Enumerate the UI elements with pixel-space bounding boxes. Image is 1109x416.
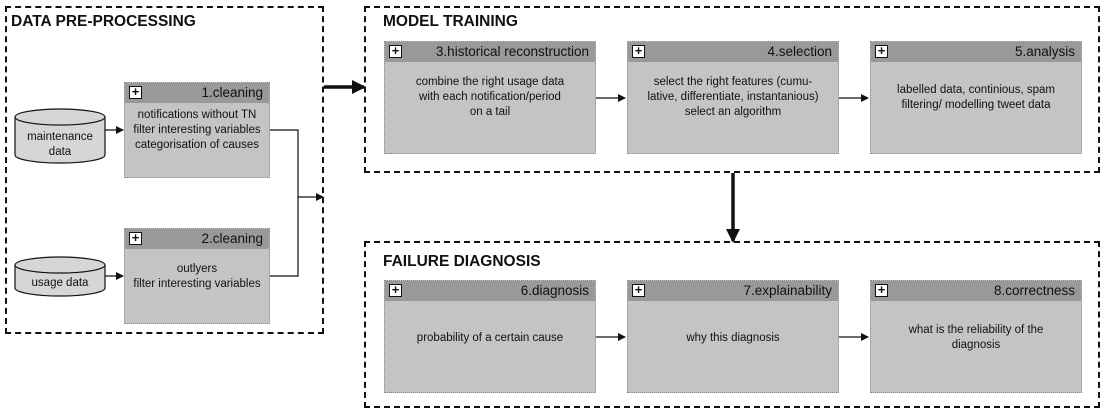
cleaning1-body: notifications without TN filter interest… <box>125 108 269 153</box>
merge-line-cleaning1 <box>270 129 299 197</box>
body-line: filtering/ modelling tweet data <box>901 99 1051 111</box>
correctness-body: what is the reliability of the diagnosis <box>871 323 1081 353</box>
body-line: filter interesting variables <box>133 124 261 136</box>
expand-plus-icon[interactable]: + <box>389 44 402 58</box>
diagnosis-title: 6.diagnosis <box>520 283 589 298</box>
body-line: outlyers <box>176 263 218 275</box>
expand-plus-icon[interactable]: + <box>632 44 645 58</box>
maintenance-data-cylinder <box>14 108 106 164</box>
analysis-header: + 5.analysis <box>871 42 1081 62</box>
group-title-model-training: MODEL TRAINING <box>383 13 518 30</box>
usage-data-label: usage data <box>31 277 89 289</box>
body-line: diagnosis <box>951 339 1001 351</box>
reconstruction-title: 3.historical reconstruction <box>435 44 589 59</box>
maintenance-data-label-line1: maintenance <box>27 131 93 143</box>
body-line: select the right features (cumu- <box>653 76 813 88</box>
body-line: lative, differentiate, instantanious) <box>647 91 819 103</box>
cleaning1-header: + 1.cleaning <box>125 83 269 103</box>
group-data-preprocessing <box>5 6 324 334</box>
diagnosis-box: + 6.diagnosis probability of a certain c… <box>384 280 596 393</box>
analysis-box: + 5.analysis labelled data, continious, … <box>870 41 1082 154</box>
expand-plus-icon[interactable]: + <box>129 85 142 99</box>
correctness-box: + 8.correctness what is the reliability … <box>870 280 1082 393</box>
explainability-header: + 7.explainability <box>628 281 838 301</box>
cleaning1-box: + 1.cleaning notifications without TN fi… <box>124 82 270 178</box>
group-title-failure-diagnosis: FAILURE DIAGNOSIS <box>383 253 541 270</box>
reconstruction-body: combine the right usage data with each n… <box>385 75 595 120</box>
body-line: probability of a certain cause <box>416 332 564 344</box>
selection-box: + 4.selection select the right features … <box>627 41 839 154</box>
expand-plus-icon[interactable]: + <box>632 283 645 297</box>
correctness-header: + 8.correctness <box>871 281 1081 301</box>
body-line: labelled data, continious, spam <box>897 84 1055 96</box>
diagnosis-header: + 6.diagnosis <box>385 281 595 301</box>
cleaning1-title: 1.cleaning <box>201 85 263 100</box>
maintenance-data-label-line2: data <box>48 146 72 158</box>
explainability-title: 7.explainability <box>743 283 832 298</box>
cleaning2-box: + 2.cleaning outlyers filter interesting… <box>124 228 270 324</box>
expand-plus-icon[interactable]: + <box>875 44 888 58</box>
body-line: select an algorithm <box>684 106 782 118</box>
analysis-title: 5.analysis <box>1014 44 1075 59</box>
group-title-data-preprocessing: DATA PRE-PROCESSING <box>11 13 196 30</box>
analysis-body: labelled data, continious, spam filterin… <box>871 83 1081 113</box>
reconstruction-box: + 3.historical reconstruction combine th… <box>384 41 596 154</box>
explainability-body: why this diagnosis <box>628 331 838 346</box>
expand-plus-icon[interactable]: + <box>875 283 888 297</box>
maintenance-data-label: maintenance data <box>15 130 105 160</box>
selection-title: 4.selection <box>767 44 832 59</box>
body-line: why this diagnosis <box>686 332 780 344</box>
expand-plus-icon[interactable]: + <box>389 283 402 297</box>
cleaning2-body: outlyers filter interesting variables <box>125 262 269 292</box>
merge-line-cleaning2 <box>270 197 299 277</box>
body-line: what is the reliability of the <box>908 324 1044 336</box>
body-line: notifications without TN <box>137 109 257 121</box>
expand-plus-icon[interactable]: + <box>129 231 142 245</box>
usage-data-cylinder <box>14 256 106 297</box>
selection-body: select the right features (cumu- lative,… <box>628 75 838 120</box>
body-line: filter interesting variables <box>133 278 261 290</box>
body-line: combine the right usage data <box>415 76 565 88</box>
body-line: with each notification/period <box>419 91 561 103</box>
reconstruction-header: + 3.historical reconstruction <box>385 42 595 62</box>
correctness-title: 8.correctness <box>993 283 1075 298</box>
cleaning2-title: 2.cleaning <box>201 231 263 246</box>
body-line: categorisation of causes <box>134 139 260 151</box>
explainability-box: + 7.explainability why this diagnosis <box>627 280 839 393</box>
diagnosis-body: probability of a certain cause <box>385 331 595 346</box>
body-line: on a tail <box>469 106 511 118</box>
selection-header: + 4.selection <box>628 42 838 62</box>
cleaning2-header: + 2.cleaning <box>125 229 269 249</box>
